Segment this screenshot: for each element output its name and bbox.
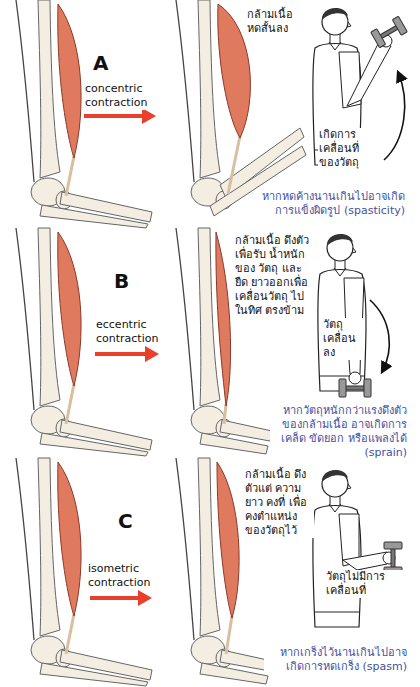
panel-letter: C <box>117 510 134 532</box>
red-arrow <box>84 108 156 124</box>
man-figure <box>318 234 371 397</box>
contraction-label: eccentric contraction <box>95 318 167 346</box>
contraction-label: isometric contraction <box>87 562 159 590</box>
red-arrow <box>95 346 159 362</box>
warning-note: หากวัตถุหนักกว่าแรงดึงตัว ของกล้ามเนื้อ … <box>270 404 408 460</box>
warning-note: หากหดค้างนานเกินไปอาจเกิด การแข็งผิดรูป … <box>254 190 406 218</box>
motion-arrow <box>384 72 405 160</box>
man-figure <box>313 470 402 627</box>
panel-letter: A <box>92 52 109 74</box>
muscle-note: กล้ามเนื้อ ดึงตัวแต่ ความยาว คงที่ เพื่อ… <box>244 468 314 538</box>
contraction-label: concentric contraction <box>84 82 156 110</box>
muscle-note: กล้ามเนื้อ ดึงตัวเพื่อรับ น้ำหนักของ วัต… <box>234 234 312 318</box>
motion-note: วัตถุไม่มีการ เคลื่อนที่ <box>325 570 405 598</box>
motion-note: วัตถุ เคลื่อน ลง <box>322 318 364 360</box>
warning-note: หากเกร็งไว้นานเกินไปอาจ เกิดการหดเกร็ง (… <box>264 646 408 674</box>
panel-letter: B <box>113 270 130 292</box>
red-arrow <box>90 590 152 606</box>
motion-arrow <box>370 300 389 372</box>
motion-note: เกิดการ เคลื่อนที่ ของวัตถุ <box>318 128 374 170</box>
arm-after <box>176 0 306 216</box>
muscle-note: กล้ามเนื้อ หดสั้นลง <box>246 8 306 36</box>
